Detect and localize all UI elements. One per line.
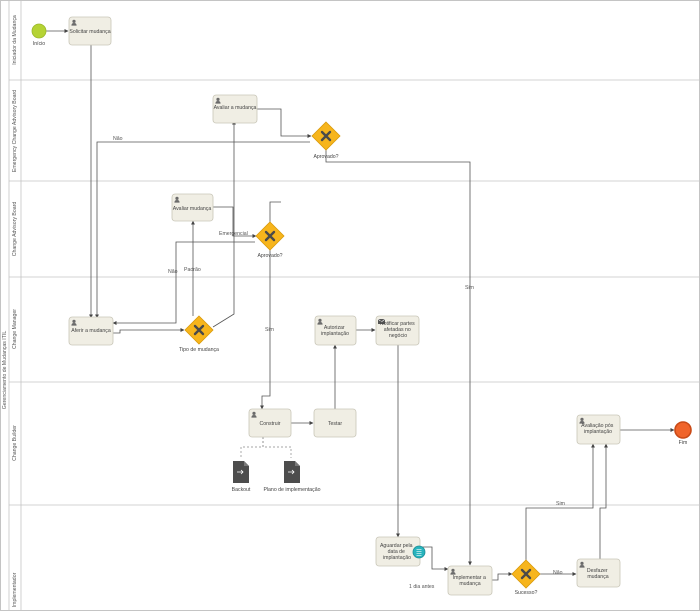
flow-label-sim-ecab: Sim <box>465 285 474 291</box>
flow-ecab-sim <box>325 150 472 566</box>
gateway-sucesso[interactable]: Sucesso? <box>511 559 541 596</box>
flow-labels: Não Emergencial Não Padrão Sim Sim 1 dia… <box>113 136 565 590</box>
document-label: Backout <box>232 487 251 493</box>
document-associations <box>240 437 292 458</box>
svg-text:Notificar partes afetada: Notificar partes afetadas no negócio <box>380 321 416 339</box>
gateway-label: Sucesso? <box>515 590 538 596</box>
task-label-line: mudança <box>459 581 480 587</box>
svg-text:Desfazer mudança: Desfazer mudança <box>587 568 609 580</box>
flow-label-sim-sucesso: Sim <box>556 501 565 507</box>
flow-label-sim-cab: Sim <box>265 327 274 333</box>
flow-tipo-emergencial <box>212 120 236 328</box>
flow-label-nao-ecab: Não <box>113 136 123 142</box>
lane-label-builder: Change Builder <box>12 425 18 461</box>
lane-label-iniciador: Iniciador da Mudança <box>12 15 18 65</box>
end-event-label: Fim <box>679 440 688 446</box>
document-plano-de-implementacao[interactable]: Plano de implementação <box>263 461 321 493</box>
lane-label-manager: Change Manager <box>12 309 18 349</box>
end-event[interactable]: Fim <box>674 421 692 446</box>
flow-implementar-sucesso <box>492 572 513 581</box>
task-label-line: Aguardar pela <box>380 543 413 549</box>
flow-avaliar-cab-gateway <box>213 206 257 238</box>
lane-dividers <box>9 79 700 506</box>
flow-cab-nao <box>112 241 255 325</box>
gateway-tipo-de-mudanca[interactable]: Tipo de mudança <box>179 315 219 353</box>
start-event[interactable]: Início <box>31 23 47 47</box>
task-label-line: Autorizar <box>324 325 345 331</box>
task-label: Avaliar mudança <box>173 206 212 212</box>
task-construir[interactable]: Construir <box>248 408 292 438</box>
flow-label-nao-sucesso: Não <box>553 570 563 576</box>
task-label: Solicitar mudança <box>69 29 110 35</box>
svg-text:Avaliação pós implantaçã: Avaliação pós implantação <box>581 423 615 435</box>
flow-label-padrao: Padrão <box>184 267 201 273</box>
document-label: Plano de implementação <box>263 487 320 493</box>
task-label-line: implantação <box>321 331 349 337</box>
task-label: Testar <box>328 421 342 427</box>
send-message-icon <box>377 318 386 324</box>
timer-event[interactable] <box>412 545 426 559</box>
task-testar[interactable]: Testar <box>313 408 357 438</box>
timer-icon <box>416 549 422 556</box>
task-desfazer-mudanca[interactable]: Desfazer mudança <box>576 558 621 588</box>
task-label-line: data de <box>388 549 405 555</box>
task-notificar-partes[interactable]: Notificar partes afetadas no negócio <box>375 315 420 346</box>
exclusive-gateway-icon <box>520 568 532 580</box>
flow-aferir-tipo <box>113 328 185 334</box>
pool-label: Gerenciamento de Mudanças ITIL <box>2 331 8 410</box>
svg-text:Implementar a mudança: Implementar a mudança <box>453 575 488 587</box>
task-label: Avaliar a mudança <box>214 105 257 111</box>
svg-text:Aguardar pela data de: Aguardar pela data de implantação <box>380 543 414 561</box>
flow-sucesso-sim <box>525 443 595 560</box>
gateway-aprovado-ecab[interactable]: Aprovado? <box>311 121 341 160</box>
task-label-line: implantação <box>383 555 411 561</box>
task-avaliar-a-mudanca-ecab[interactable]: Avaliar a mudança <box>212 94 258 124</box>
task-label-line: Desfazer <box>587 568 608 574</box>
lane-label-ecab: Emergency Change Advisory Board <box>12 90 18 172</box>
task-avaliacao-pos-implantacao[interactable]: Avaliação pós implantação <box>576 414 621 445</box>
gateway-label: Tipo de mudança <box>179 347 219 353</box>
document-backout[interactable]: Backout <box>232 461 251 493</box>
gateway-aprovado-cab[interactable]: Aprovado? <box>255 221 285 259</box>
svg-text:Autorizar implantação: Autorizar implantação <box>321 325 349 337</box>
flow-cab-emergencial <box>269 201 281 222</box>
exclusive-gateway-icon <box>320 130 332 142</box>
task-avaliar-mudanca-cab[interactable]: Avaliar mudança <box>171 193 214 222</box>
flow-aguardar-implementar <box>420 546 449 571</box>
flow-avaliar-ecab-gateway <box>257 108 312 138</box>
task-label-line: Implementar a <box>453 575 486 581</box>
lane-label-implementador: Implementador <box>12 572 18 607</box>
gateway-label: Aprovado? <box>313 154 338 160</box>
task-label-line: implantação <box>584 429 612 435</box>
exclusive-gateway-icon <box>264 230 276 242</box>
task-label: Construir <box>259 421 280 427</box>
task-aferir-a-mudanca[interactable]: Aferir a mudança <box>68 316 114 346</box>
task-implementar-a-mudanca[interactable]: Implementar a mudança <box>447 565 493 596</box>
flow-ecab-nao <box>95 141 310 319</box>
lane-label-cab: Change Advisory Board <box>12 202 18 257</box>
flow-label-emergencial: Emergencial <box>219 231 248 237</box>
start-event-label: Início <box>33 41 46 47</box>
sequence-flows <box>46 29 675 581</box>
task-label-line: Avaliação pós <box>581 423 614 429</box>
task-label-line: negócio <box>389 333 407 339</box>
task-label-line: mudança <box>587 574 608 580</box>
lane-labels: Iniciador da Mudança Emergency Change Ad… <box>12 15 18 607</box>
exclusive-gateway-icon <box>193 324 205 336</box>
task-autorizar-implantacao[interactable]: Autorizar implantação <box>314 315 357 346</box>
flow-label-nao-cab: Não <box>168 269 178 275</box>
task-solicitar-mudanca[interactable]: Solicitar mudança <box>68 16 112 46</box>
task-label-line: Notificar partes <box>380 321 415 327</box>
task-label: Aferir a mudança <box>71 328 111 334</box>
flow-desfazer-avaliacao <box>599 443 608 559</box>
flow-cab-sim <box>260 249 271 410</box>
gateway-label: Aprovado? <box>257 253 282 259</box>
task-label-line: afetadas no <box>384 327 411 333</box>
flow-label-timer: 1 dia antes <box>409 584 435 590</box>
